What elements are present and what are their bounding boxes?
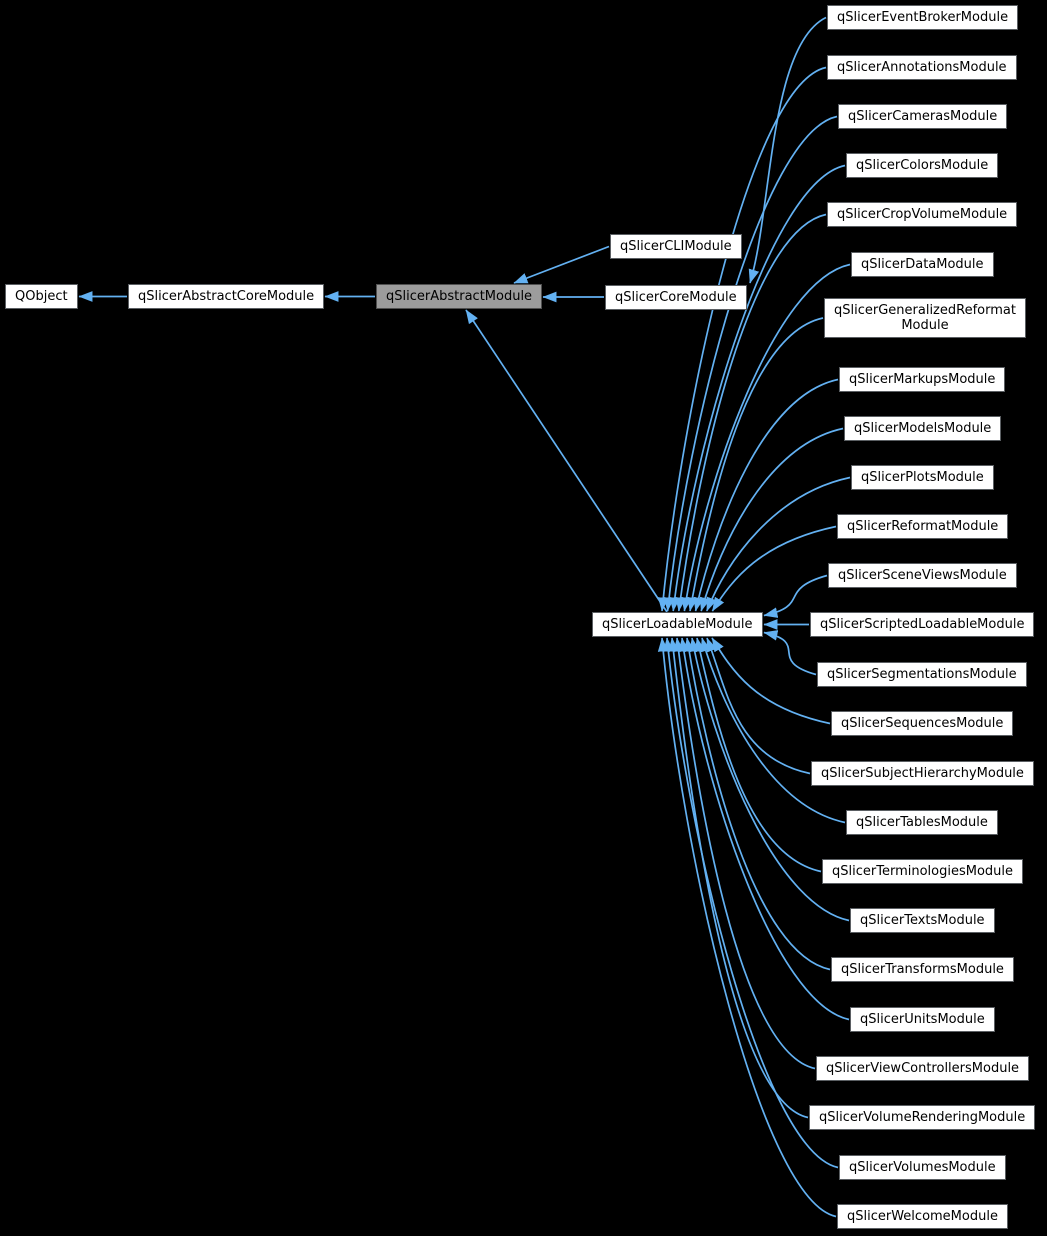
class-node-label: QObject bbox=[15, 289, 68, 304]
class-node-sequences[interactable]: qSlicerSequencesModule bbox=[831, 711, 1014, 736]
inheritance-edge bbox=[763, 630, 817, 676]
class-node-label: qSlicerScriptedLoadableModule bbox=[820, 617, 1025, 632]
class-node-qobject[interactable]: QObject bbox=[5, 284, 78, 309]
class-node-transforms[interactable]: qSlicerTransformsModule bbox=[831, 957, 1014, 982]
class-node-label: qSlicerTerminologiesModule bbox=[832, 864, 1014, 879]
class-node-data[interactable]: qSlicerDataModule bbox=[851, 252, 994, 277]
class-node-scene-views[interactable]: qSlicerSceneViewsModule bbox=[828, 563, 1017, 588]
class-node-label: qSlicerSegmentationsModule bbox=[827, 667, 1017, 682]
class-node-label: qSlicerEventBrokerModule bbox=[837, 10, 1009, 25]
class-node-loadable[interactable]: qSlicerLoadableModule bbox=[592, 612, 763, 637]
inheritance-edge bbox=[699, 427, 844, 612]
class-node-label: qSlicerUnitsModule bbox=[860, 1012, 985, 1027]
inheritance-edge bbox=[711, 525, 837, 612]
class-node-event-broker[interactable]: qSlicerEventBrokerModule bbox=[827, 5, 1019, 30]
inheritance-edge bbox=[683, 637, 831, 971]
class-node-cli[interactable]: qSlicerCLIModule bbox=[610, 234, 742, 259]
class-node-label: qSlicerCoreModule bbox=[615, 290, 737, 305]
inheritance-edge bbox=[675, 213, 827, 612]
class-node-label: qSlicerWelcomeModule bbox=[847, 1209, 998, 1224]
inheritance-edge bbox=[687, 317, 824, 612]
inheritance-edge bbox=[513, 245, 610, 284]
class-node-label: qSlicerCLIModule bbox=[620, 239, 732, 254]
class-node-abstract-core[interactable]: qSlicerAbstractCoreModule bbox=[128, 284, 325, 309]
class-node-label: qSlicerMarkupsModule bbox=[849, 372, 996, 387]
class-node-label: qSlicerCamerasModule bbox=[848, 109, 998, 124]
inheritance-edge bbox=[673, 637, 816, 1070]
inheritance-edge bbox=[763, 574, 828, 618]
inheritance-edge bbox=[681, 263, 851, 612]
inheritance-edge bbox=[662, 637, 839, 1169]
class-node-reformat[interactable]: qSlicerReformatModule bbox=[837, 514, 1009, 539]
inheritance-edge bbox=[711, 637, 831, 725]
inheritance-edge bbox=[706, 637, 811, 775]
class-node-label: qSlicerReformatModule bbox=[847, 519, 999, 534]
class-node-cameras[interactable]: qSlicerCamerasModule bbox=[838, 104, 1008, 129]
inheritance-edge bbox=[700, 637, 846, 824]
class-node-scripted-loadable[interactable]: qSlicerScriptedLoadableModule bbox=[810, 612, 1035, 637]
class-node-label: qSlicerVolumesModule bbox=[849, 1160, 996, 1175]
class-node-texts[interactable]: qSlicerTextsModule bbox=[850, 908, 995, 933]
inheritance-edge bbox=[693, 378, 839, 612]
class-node-crop-volume[interactable]: qSlicerCropVolumeModule bbox=[827, 202, 1018, 227]
class-node-label: qSlicerAbstractCoreModule bbox=[138, 289, 315, 304]
inheritance-edge bbox=[689, 637, 850, 922]
inheritance-edge bbox=[465, 309, 668, 613]
class-node-label: qSlicerCropVolumeModule bbox=[837, 207, 1008, 222]
class-node-segmentations[interactable]: qSlicerSegmentationsModule bbox=[817, 662, 1027, 687]
class-node-core[interactable]: qSlicerCoreModule bbox=[605, 285, 747, 310]
class-node-subject-hierarchy[interactable]: qSlicerSubjectHierarchyModule bbox=[811, 761, 1034, 786]
class-node-label: qSlicerColorsModule bbox=[856, 158, 989, 173]
class-node-label: qSlicerDataModule bbox=[861, 257, 984, 272]
class-node-volumes[interactable]: qSlicerVolumesModule bbox=[839, 1155, 1006, 1180]
inheritance-edge bbox=[668, 637, 809, 1119]
class-node-plots[interactable]: qSlicerPlotsModule bbox=[851, 465, 994, 490]
class-node-label: qSlicerTextsModule bbox=[860, 913, 985, 928]
class-node-label: qSlicerSequencesModule bbox=[841, 716, 1004, 731]
inheritance-edge bbox=[748, 16, 827, 284]
class-node-welcome[interactable]: qSlicerWelcomeModule bbox=[837, 1204, 1008, 1229]
class-node-label: qSlicerTablesModule bbox=[856, 815, 988, 830]
class-node-label: qSlicerSceneViewsModule bbox=[838, 568, 1007, 583]
class-node-tables[interactable]: qSlicerTablesModule bbox=[846, 810, 998, 835]
class-node-abstract: qSlicerAbstractModule bbox=[376, 284, 543, 309]
class-node-label: qSlicerPlotsModule bbox=[861, 470, 984, 485]
inheritance-edge bbox=[669, 164, 846, 612]
inheritance-edge bbox=[657, 637, 837, 1218]
class-node-label: qSlicerModelsModule bbox=[854, 421, 992, 436]
class-node-label: qSlicerTransformsModule bbox=[841, 962, 1004, 977]
class-node-label: qSlicerAnnotationsModule bbox=[837, 60, 1007, 75]
class-node-label: qSlicerAbstractModule bbox=[386, 289, 533, 304]
class-node-markups[interactable]: qSlicerMarkupsModule bbox=[839, 367, 1006, 392]
class-node-label: qSlicerVolumeRenderingModule bbox=[819, 1110, 1026, 1125]
inheritance-edge bbox=[706, 476, 851, 612]
class-node-annotations[interactable]: qSlicerAnnotationsModule bbox=[827, 55, 1017, 80]
class-node-label: qSlicerLoadableModule bbox=[602, 617, 753, 632]
class-node-label: qSlicerViewControllersModule bbox=[826, 1061, 1020, 1076]
inheritance-edge bbox=[657, 66, 827, 612]
inheritance-edge bbox=[694, 637, 822, 873]
class-node-label: qSlicerSubjectHierarchyModule bbox=[821, 766, 1024, 781]
class-node-volume-rendering[interactable]: qSlicerVolumeRenderingModule bbox=[809, 1105, 1036, 1130]
class-node-units[interactable]: qSlicerUnitsModule bbox=[850, 1007, 995, 1032]
class-node-label: Module bbox=[901, 318, 949, 333]
inheritance-edge bbox=[678, 637, 850, 1021]
class-node-models[interactable]: qSlicerModelsModule bbox=[844, 416, 1002, 441]
class-node-view-controllers[interactable]: qSlicerViewControllersModule bbox=[816, 1056, 1030, 1081]
class-node-colors[interactable]: qSlicerColorsModule bbox=[846, 153, 999, 178]
class-node-label: qSlicerGeneralizedReformat bbox=[834, 303, 1016, 318]
class-node-terminologies[interactable]: qSlicerTerminologiesModule bbox=[822, 859, 1024, 884]
